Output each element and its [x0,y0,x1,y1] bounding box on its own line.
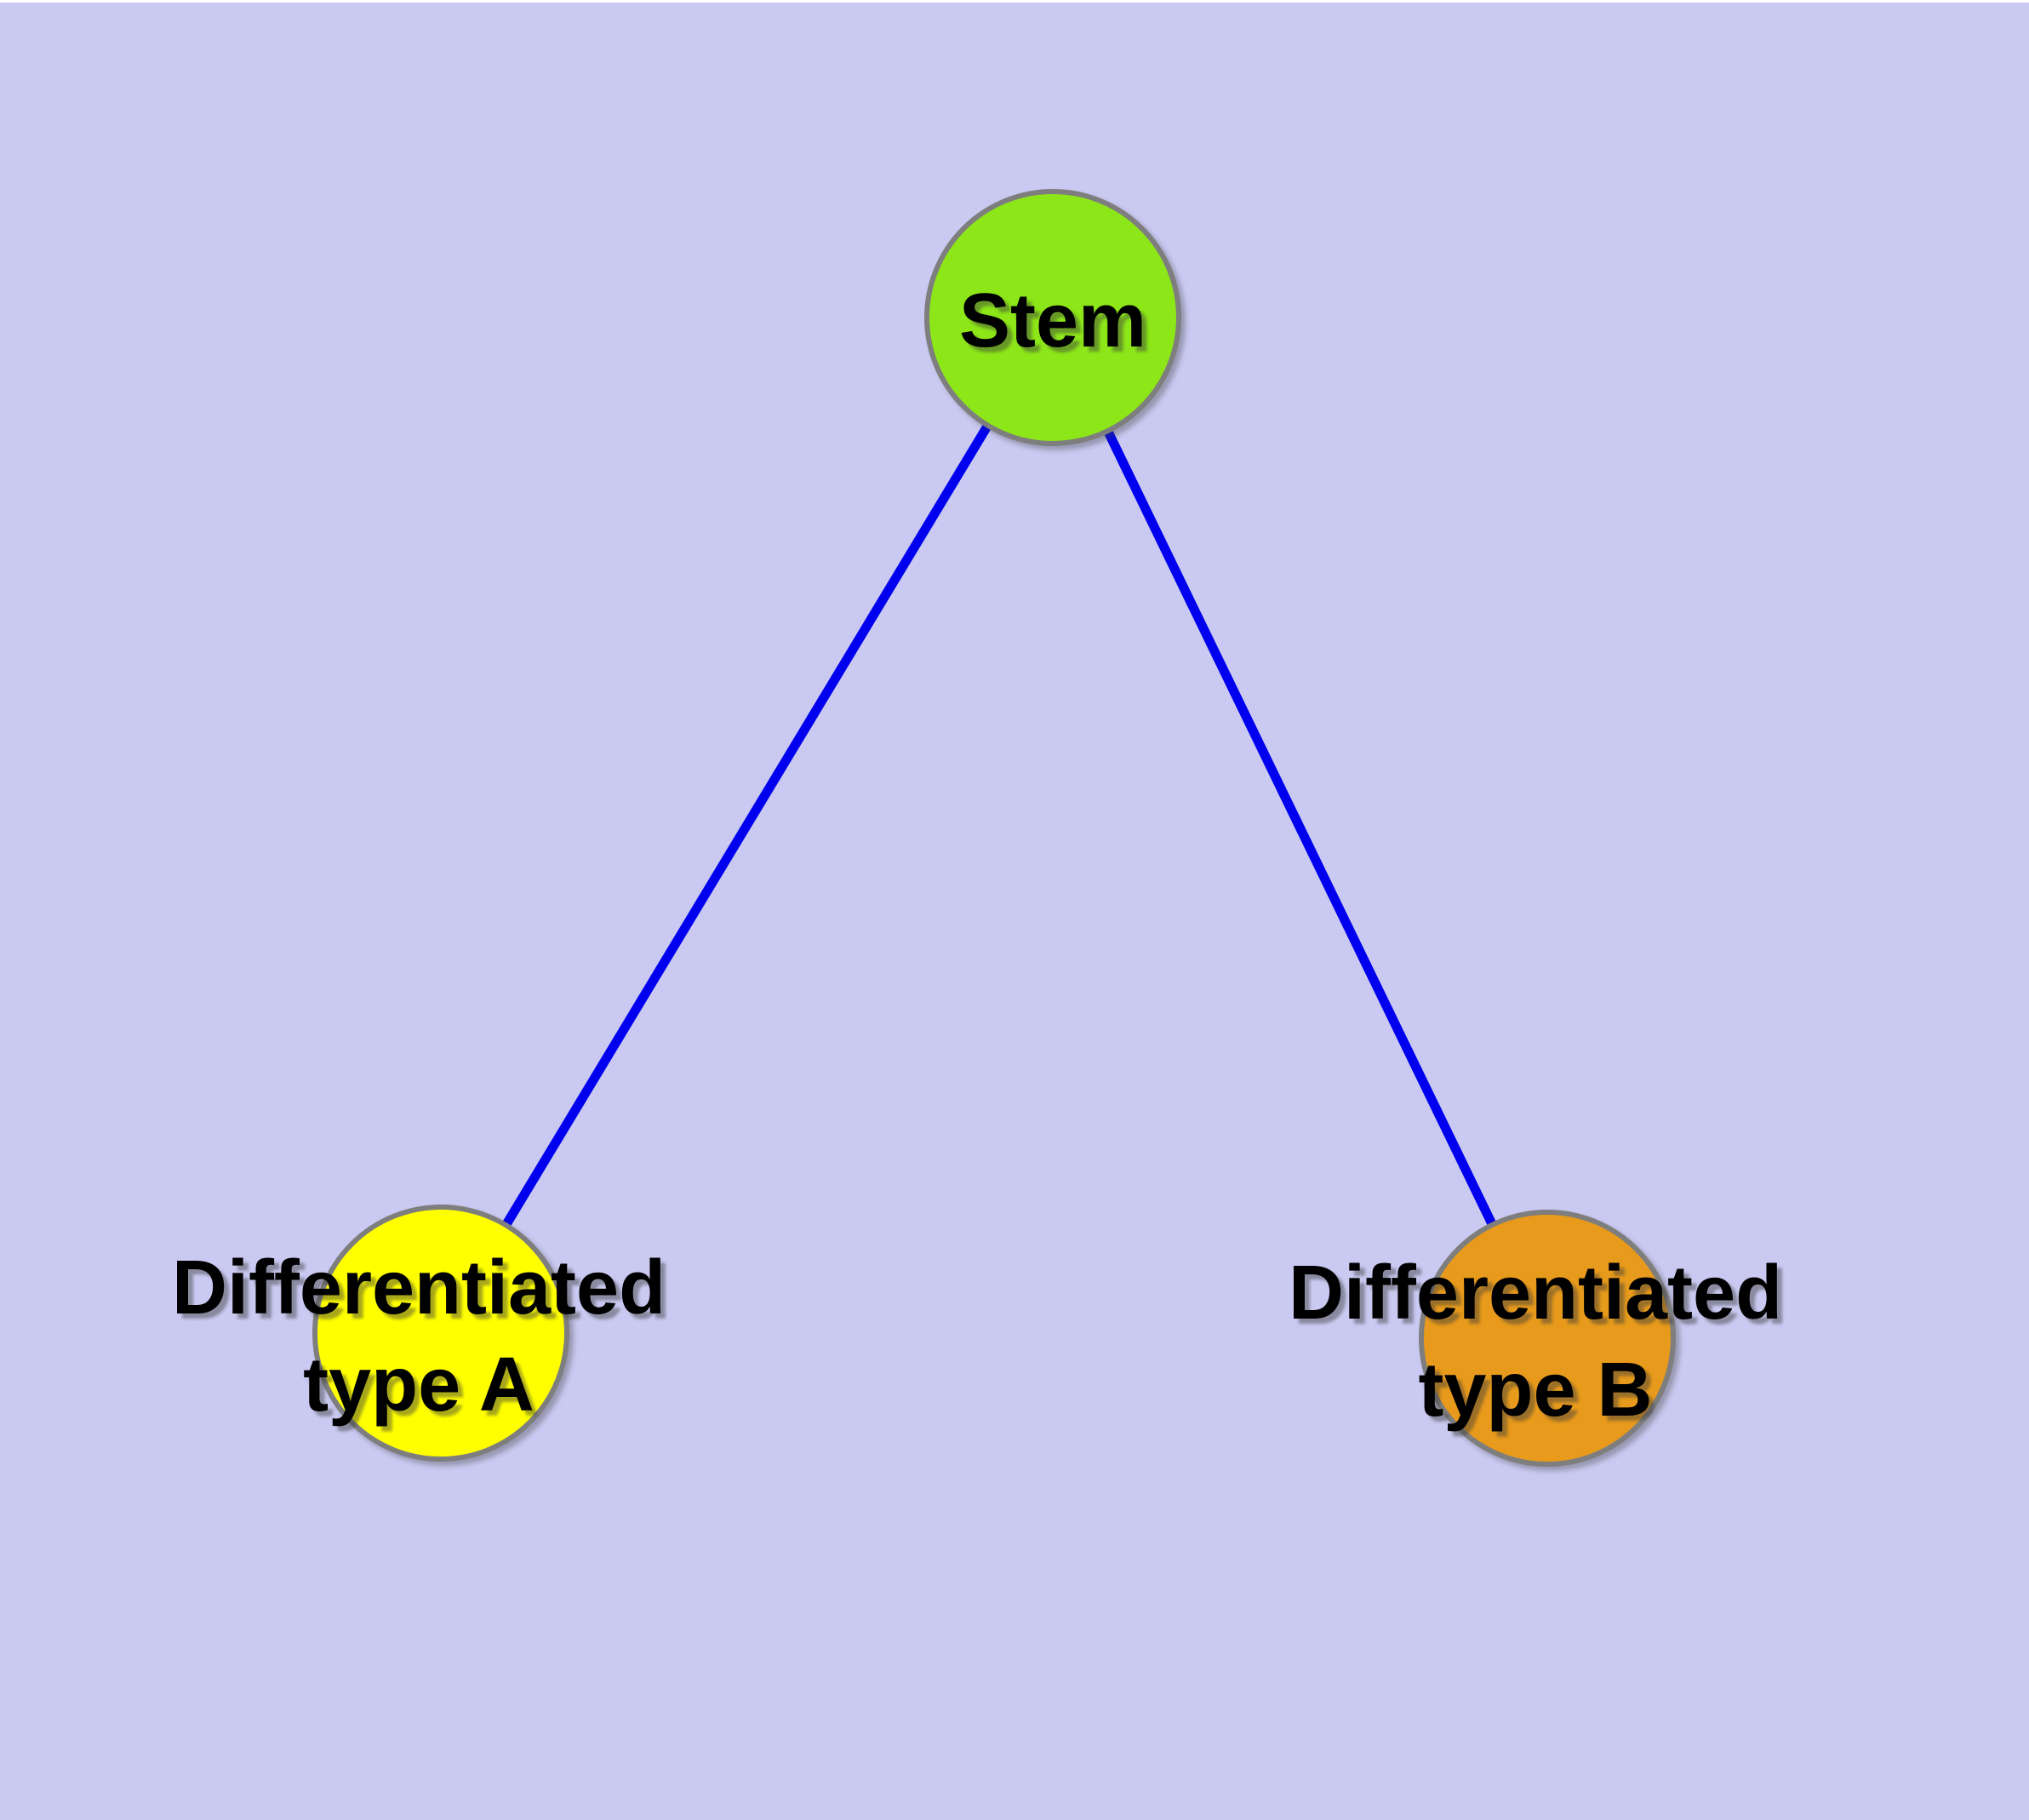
node-stem-label-text: Stem [958,278,1147,363]
node-type-b-label-line2: type B [1418,1348,1653,1433]
edge-stem-to-type-b [1049,315,1552,1341]
node-type-a-label: Differentiated type A [172,1239,666,1434]
node-type-b-label: Differentiated type B [1289,1245,1782,1439]
top-margin-strip [0,0,2029,3]
node-stem-circle [924,189,1181,446]
node-type-a-label-line2: type A [303,1342,534,1428]
edge-stem-to-type-a [437,315,1057,1336]
node-stem-label: Stem [959,272,1146,369]
node-type-a-label-line1: Differentiated [171,1245,666,1331]
node-type-a-circle [312,1205,569,1462]
node-type-b-circle [1419,1210,1676,1467]
node-type-b-label-line1: Differentiated [1288,1251,1783,1336]
